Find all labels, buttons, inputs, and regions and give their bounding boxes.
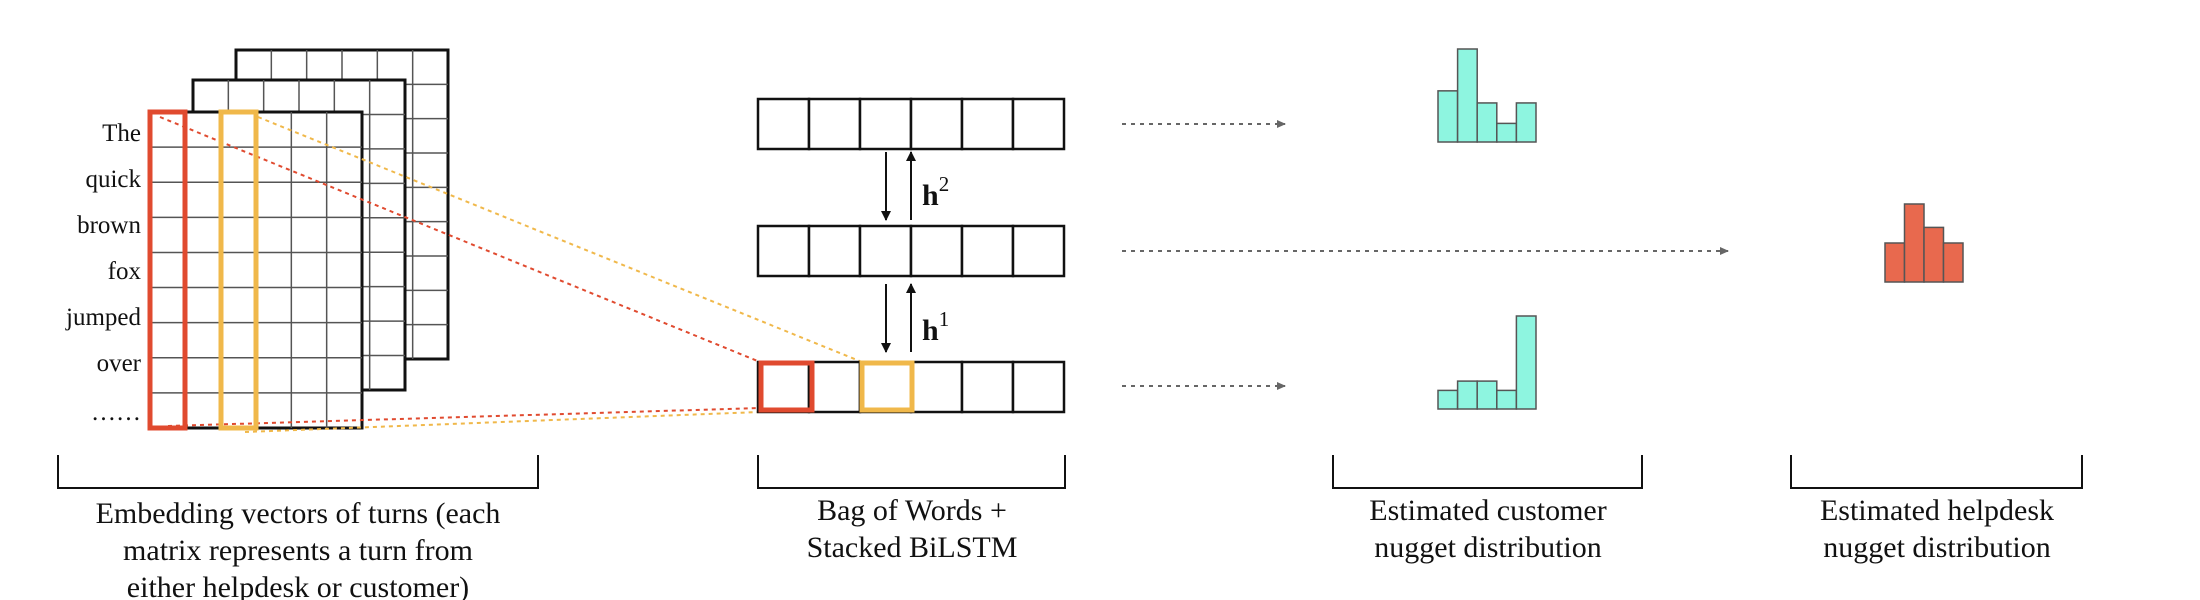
layer-cell: [807, 97, 862, 151]
layer-arrows: [881, 151, 916, 353]
caption-line: matrix represents a turn from: [123, 534, 473, 567]
layer-cell: [909, 97, 964, 151]
histogram-bar: [1515, 315, 1537, 410]
histogram-bar: [1476, 102, 1498, 143]
caption-line: Estimated customer: [1369, 494, 1606, 527]
layer-cell: [807, 360, 862, 414]
caption-line: either helpdesk or customer): [127, 571, 469, 600]
bilstm-layer-2: [756, 97, 1066, 151]
histogram-bar: [1437, 90, 1459, 143]
caption-line: Stacked BiLSTM: [807, 531, 1018, 564]
layer-cell: [960, 97, 1015, 151]
bag-of-words-layer: [756, 360, 1066, 414]
word-label: brown: [77, 212, 141, 239]
layer-cell: [858, 360, 913, 414]
output-arrows: [1122, 120, 1729, 390]
customer-bracket: [1332, 455, 1643, 489]
red-projection-line-bottom: [167, 407, 761, 427]
histogram-bar: [1515, 102, 1537, 143]
word-label: jumped: [65, 304, 141, 331]
layer-cell: [858, 224, 913, 278]
bilstm-bracket: [757, 455, 1066, 489]
layer-cell: [807, 224, 862, 278]
caption-line: Estimated helpdesk: [1820, 494, 2054, 527]
hidden-label-h1: h1: [922, 307, 949, 347]
layer-cell: [756, 360, 811, 414]
caption-line: Bag of Words +: [817, 494, 1007, 527]
embedding-caption: Embedding vectors of turns (each matrix …: [96, 497, 501, 600]
histogram-bar: [1476, 380, 1498, 410]
yellow-input-cell: [859, 360, 915, 413]
helpdesk-distribution: [1884, 203, 1964, 283]
layer-cell: [756, 224, 811, 278]
layer-cell: [1011, 97, 1066, 151]
word-label: quick: [85, 166, 141, 193]
layer-cell: [858, 97, 913, 151]
word-label: over: [97, 350, 142, 377]
customer-distribution-top: [1437, 48, 1537, 143]
layer-cell: [909, 360, 964, 414]
embedding-bracket: [57, 455, 539, 489]
word-labels: The quick brown fox jumped over ……: [65, 120, 142, 426]
helpdesk-caption: Estimated helpdesk nugget distribution: [1820, 494, 2054, 564]
histogram-bar: [1496, 122, 1518, 143]
histogram-bar: [1884, 242, 1906, 283]
caption-line: nugget distribution: [1374, 531, 1602, 564]
histogram-bar: [1456, 48, 1478, 143]
histogram-bar: [1942, 242, 1964, 283]
red-input-cell: [758, 360, 815, 413]
histogram-bar: [1456, 380, 1478, 410]
word-label: ……: [91, 399, 141, 426]
yellow-highlight-column: [218, 109, 259, 431]
layer-cell: [960, 224, 1015, 278]
layer-cell: [756, 97, 811, 151]
histogram-bar: [1903, 203, 1925, 283]
caption-line: nugget distribution: [1823, 531, 2051, 564]
histogram-bar: [1496, 389, 1518, 410]
hidden-label-h2: h2: [922, 172, 949, 212]
layer-cell: [1011, 360, 1066, 414]
caption-line: Embedding vectors of turns (each: [96, 497, 501, 530]
layer-cell: [1011, 224, 1066, 278]
helpdesk-bracket: [1790, 455, 2083, 489]
word-label: fox: [108, 258, 142, 285]
histogram-bar: [1923, 226, 1945, 283]
layer-cell: [960, 360, 1015, 414]
bilstm-layer-1: [756, 224, 1066, 278]
layer-cell: [909, 224, 964, 278]
bilstm-caption: Bag of Words + Stacked BiLSTM: [807, 494, 1018, 564]
customer-caption: Estimated customer nugget distribution: [1369, 494, 1606, 564]
histogram-bar: [1437, 389, 1459, 410]
red-highlight-column: [147, 109, 188, 431]
word-label: The: [102, 120, 141, 147]
brackets: [57, 455, 2083, 489]
customer-distribution-bottom: [1437, 315, 1537, 410]
